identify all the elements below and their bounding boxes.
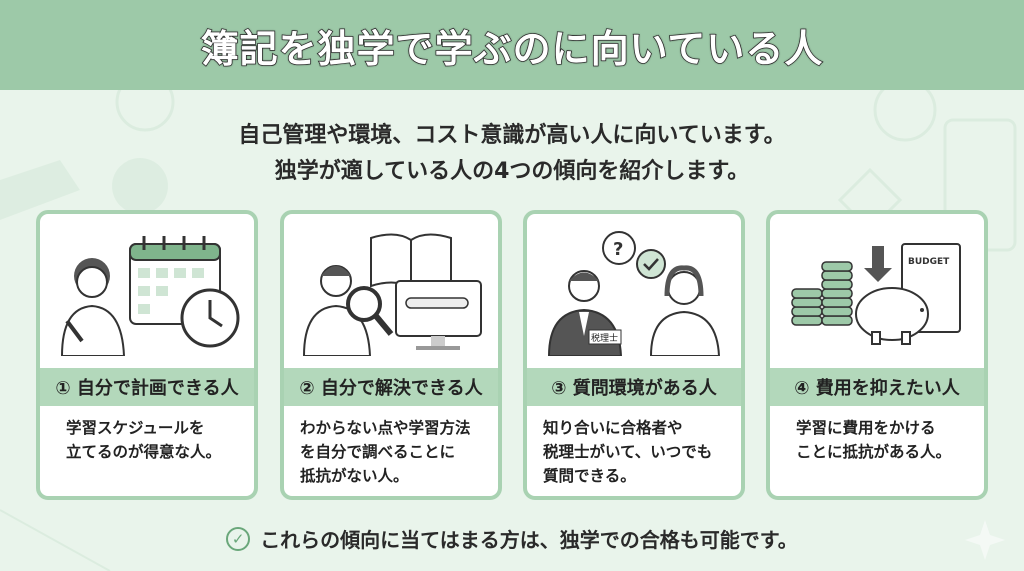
desc-line: 立てるのが得意な人。 — [66, 443, 222, 461]
background-decoration — [0, 90, 1017, 571]
intro-line-2: 独学が適している人の4つの傾向を紹介します。 — [274, 159, 750, 184]
desc-line: 学習に費用をかける — [796, 419, 936, 437]
desc-line: 質問できる。 — [543, 467, 636, 485]
desc-line: を自分で調べることに — [300, 443, 456, 461]
piggy-bank-icon: BUDGET — [791, 243, 961, 345]
card-description: 知り合いに合格者や 税理士がいて、いつでも 質問できる。 — [527, 406, 741, 496]
svg-text:?: ? — [613, 239, 623, 260]
header-banner: 簿記を独学で学ぶのに向いている人 — [0, 0, 1024, 90]
consultation-icon: ? 税理士 — [547, 231, 721, 356]
check-circle-icon: ✓ — [226, 526, 251, 551]
budget-label: BUDGET — [908, 257, 950, 267]
desc-line: 抵抗がない人。 — [300, 467, 409, 485]
card-title: ④ 費用を抑えたい人 — [770, 368, 984, 406]
desc-line: 税理士がいて、いつでも — [543, 443, 713, 461]
card-description: 学習に費用をかける ことに抵抗がある人。 — [770, 406, 984, 474]
desc-line: わからない点や学習方法 — [300, 419, 471, 437]
card-description: わからない点や学習方法 を自分で調べることに 抵抗がない人。 — [284, 406, 498, 496]
trait-card-cost-saving: BUDGET ④ 費用を抑えたい人 学習に費用をかける ことに抵抗がある人。 — [766, 210, 988, 500]
desc-line: 知り合いに合格者や — [543, 419, 683, 437]
card-title: ① 自分で計画できる人 — [40, 368, 254, 406]
tax-accountant-badge: 税理士 — [591, 332, 618, 344]
calendar-clock-icon — [60, 236, 240, 356]
footer-text: これらの傾向に当てはまる方は、独学での合格も可能です。 — [260, 528, 798, 552]
desc-line: ことに抵抗がある人。 — [796, 443, 952, 461]
card-title: ③ 質問環境がある人 — [527, 368, 741, 406]
footer-note: ✓ これらの傾向に当てはまる方は、独学での合格も可能です。 — [0, 524, 1024, 553]
desc-line: 学習スケジュールを — [66, 419, 205, 437]
intro-line-1: 自己管理や環境、コスト意識が高い人に向いています。 — [238, 123, 786, 148]
card-description: 学習スケジュールを 立てるのが得意な人。 — [40, 406, 254, 474]
trait-card-problem-solving: ② 自分で解決できる人 わからない点や学習方法 を自分で調べることに 抵抗がない… — [280, 210, 502, 500]
card-title: ② 自分で解決できる人 — [284, 368, 498, 406]
intro-text: 自己管理や環境、コスト意識が高い人に向いています。 独学が適している人の4つの傾… — [0, 118, 1024, 190]
book-search-icon — [302, 233, 482, 356]
trait-card-planning: ① 自分で計画できる人 学習スケジュールを 立てるのが得意な人。 — [36, 210, 258, 500]
page-title: 簿記を独学で学ぶのに向いている人 — [200, 26, 824, 72]
trait-card-consultation: ? 税理士 ③ 質問環境がある人 知り合いに合格者や 税理士がいて、いつでも 質… — [523, 210, 745, 500]
